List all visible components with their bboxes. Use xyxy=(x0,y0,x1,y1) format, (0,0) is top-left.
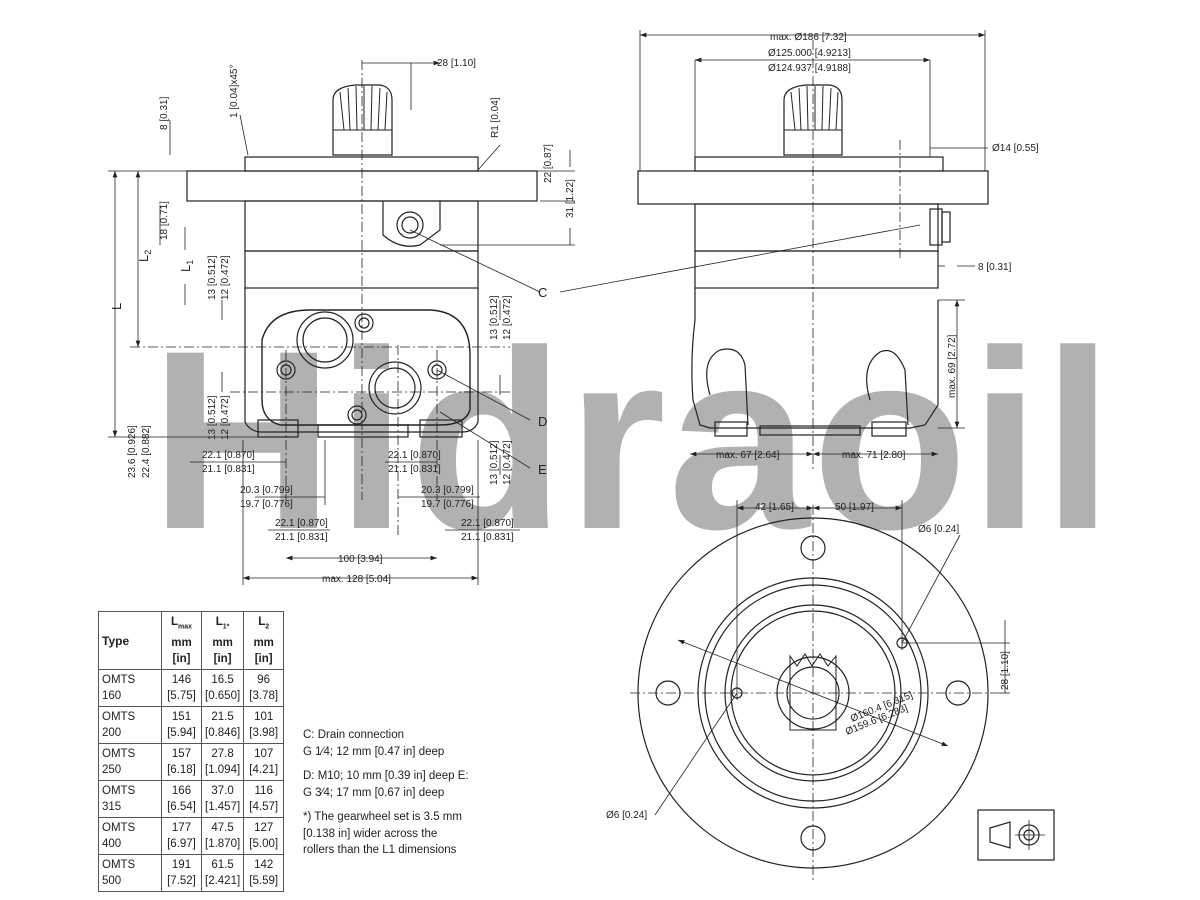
label-C: C xyxy=(538,285,547,300)
dim-12c: 12 [0.472] xyxy=(502,295,513,340)
dim-pilot-height: 8 [0.31] xyxy=(159,96,170,130)
table-header-l2: L2 mm [in] xyxy=(243,610,285,671)
table-header-l1: L1* mm [in] xyxy=(200,610,245,671)
dim-12d: 12 [0.472] xyxy=(502,440,513,485)
dim-13c: 13 [0.512] xyxy=(489,295,500,340)
dim-125: Ø125.000 [4.9213] xyxy=(768,48,851,59)
dim-13b: 13 [0.512] xyxy=(207,395,218,440)
dim-flange-31: 31 [1.22] xyxy=(565,179,576,218)
dim-19-7-a: 19.7 [0.776] xyxy=(240,499,293,510)
dim-50: 50 [1.97] xyxy=(835,502,874,513)
dim-21-1-b: 21.1 [0.831] xyxy=(275,532,328,543)
dim-max-69: max. 69 [2.72] xyxy=(947,334,958,398)
dim-22-4: 22.4 [0.882] xyxy=(141,425,152,478)
dim-8-side: 8 [0.31] xyxy=(978,262,1012,273)
dim-21-1-c: 21.1 [0.831] xyxy=(388,464,441,475)
dim-18: 18 [0.71] xyxy=(159,201,170,240)
table-header-lmax: Lmax mm [in] xyxy=(161,610,202,671)
dim-28-end: 28 [1.10] xyxy=(1000,651,1011,690)
dim-22-1-d: 22.1 [0.870] xyxy=(461,518,514,529)
dim-flange-22: 22 [0.87] xyxy=(543,144,554,183)
dimension-table: Type Lmax mm [in] L1* mm [in] L2 mm [in]… xyxy=(98,610,285,893)
dim-radius: R1 [0.04] xyxy=(490,97,501,138)
dim-spline-offset: 28 [1.10] xyxy=(437,58,476,69)
dim-22-1-c: 22.1 [0.870] xyxy=(388,450,441,461)
dim-max-67: max. 67 [2.64] xyxy=(716,450,780,461)
front-view xyxy=(108,60,575,585)
label-L1: L1 xyxy=(178,260,195,272)
dim-12a: 12 [0.472] xyxy=(220,255,231,300)
label-D: D xyxy=(538,414,547,429)
projection-symbol-icon xyxy=(977,809,1055,861)
dim-22-1-a: 22.1 [0.870] xyxy=(202,450,255,461)
dim-22-1-b: 22.1 [0.870] xyxy=(275,518,328,529)
table-header-row: Type Lmax mm [in] L1* mm [in] L2 mm [in] xyxy=(98,610,285,671)
dim-13d: 13 [0.512] xyxy=(489,440,500,485)
watermark: Hidraoil xyxy=(150,298,1115,583)
dim-20-3-b: 20.3 [0.799] xyxy=(421,485,474,496)
note-gearwheel: *) The gearwheel set is 3.5 mm [0.138 in… xyxy=(303,811,462,856)
dim-124: Ø124.937 [4.9188] xyxy=(768,63,851,74)
dim-max-186: max. Ø186 [7.32] xyxy=(770,32,847,43)
dim-20-3-a: 20.3 [0.799] xyxy=(240,485,293,496)
dim-23-6: 23.6 [0.926] xyxy=(127,425,138,478)
dim-max-71: max. 71 [2.80] xyxy=(842,450,906,461)
dim-42: 42 [1.65] xyxy=(755,502,794,513)
note-ports: D: M10; 10 mm [0.39 in] deep E: G 3⁄4; 1… xyxy=(303,770,469,799)
dim-14: Ø14 [0.55] xyxy=(992,143,1039,154)
dim-13a: 13 [0.512] xyxy=(207,255,218,300)
side-view xyxy=(559,30,989,470)
note-drain: C: Drain connection G 1⁄4; 12 mm [0.47 i… xyxy=(303,729,445,758)
dim-21-1-d: 21.1 [0.831] xyxy=(461,532,514,543)
dim-chamfer: 1 [0.04]x45° xyxy=(229,65,240,118)
table-header-type: Type xyxy=(98,610,162,671)
side-view-labels: max. Ø186 [7.32] Ø125.000 [4.9213] Ø124.… xyxy=(716,32,1039,461)
label-E: E xyxy=(538,462,547,477)
dim-19-7-b: 19.7 [0.776] xyxy=(421,499,474,510)
dim-6-top: Ø6 [0.24] xyxy=(918,524,959,535)
dim-max-128: max. 128 [5.04] xyxy=(322,574,391,585)
label-L2: L2 xyxy=(136,250,153,262)
dim-100: 100 [3.94] xyxy=(338,554,383,565)
notes: C: Drain connection G 1⁄4; 12 mm [0.47 i… xyxy=(303,727,503,867)
watermark-text: Hidraoil xyxy=(150,298,1115,583)
front-view-labels: 28 [1.10] 8 [0.31] 1 [0.04]x45° R1 [0.04… xyxy=(109,58,576,585)
label-L: L xyxy=(109,303,124,310)
dim-12b: 12 [0.472] xyxy=(220,395,231,440)
dim-21-1-a: 21.1 [0.831] xyxy=(202,464,255,475)
dim-6-bottom: Ø6 [0.24] xyxy=(606,810,647,821)
end-view xyxy=(630,500,1010,880)
